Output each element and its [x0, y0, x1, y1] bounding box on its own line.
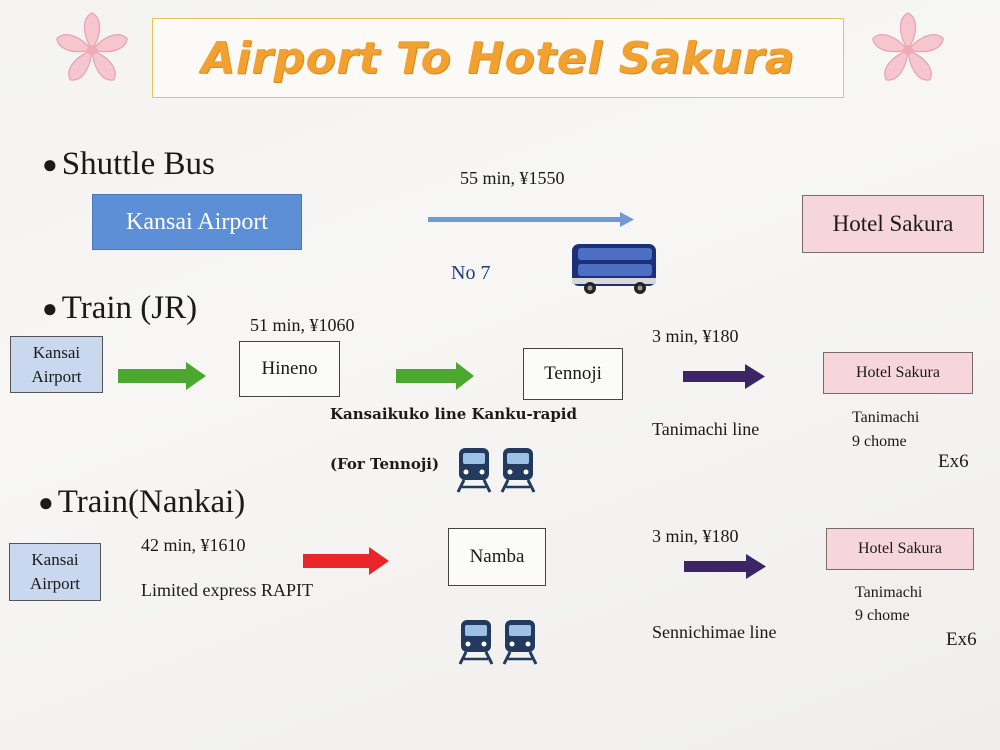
shuttle-destination-box: Hotel Sakura [802, 195, 984, 253]
train-icon [458, 618, 494, 671]
nankai-destination-label: Hotel Sakura [858, 540, 942, 557]
nankai-stop1-label: Namba [469, 546, 525, 567]
shuttle-heading: Shuttle Bus [61, 146, 215, 182]
shuttle-origin-box: Kansai Airport [92, 194, 302, 250]
jr-leg1-info: 51 min, ¥1060 [250, 315, 355, 335]
jr-arrow-3 [683, 364, 765, 389]
nankai-station2: 9 chome [855, 607, 910, 624]
nankai-heading: Train(Nankai) [57, 484, 246, 520]
jr-stop-hineno: Hineno [239, 341, 340, 397]
nankai-arrow-2 [684, 554, 766, 579]
jr-stop2-label: Tennoji [544, 363, 602, 384]
train-icon [502, 618, 538, 671]
train-icon [500, 446, 536, 499]
bullet-icon: ● [42, 149, 58, 179]
jr-stop1-label: Hineno [261, 358, 318, 379]
train-icon [456, 446, 492, 499]
section-heading-jr: ● Train (JR) [42, 290, 197, 327]
shuttle-origin-label: Kansai Airport [126, 208, 268, 235]
double-decker-bus-icon [568, 240, 660, 301]
jr-arrow-2 [396, 362, 474, 390]
nankai-arrow-1 [303, 547, 389, 575]
nankai-leg1-info: 42 min, ¥1610 [141, 535, 246, 555]
sakura-flower-icon-left [50, 8, 134, 92]
nankai-leg2-info: 3 min, ¥180 [652, 526, 739, 546]
jr-destination-box: Hotel Sakura [823, 352, 973, 394]
jr-line1: Kansaikuko line Kanku-rapid [330, 405, 577, 423]
nankai-stop-namba: Namba [448, 528, 546, 586]
jr-station2: 9 chome [852, 433, 907, 450]
nankai-station: Tanimachi [855, 584, 923, 601]
jr-line1-note: (For Tennoji) [330, 455, 440, 473]
sakura-flower-icon-right [866, 8, 950, 92]
nankai-line2: Sennichimae line [652, 622, 777, 642]
jr-leg2-info: 3 min, ¥180 [652, 326, 739, 346]
jr-heading: Train (JR) [61, 290, 198, 326]
jr-arrow-1 [118, 362, 206, 390]
section-heading-nankai: ● Train(Nankai) [38, 484, 245, 521]
shuttle-info: 55 min, ¥1550 [460, 168, 565, 188]
jr-origin-box: Kansai Airport [10, 336, 103, 393]
nankai-origin-label: Kansai Airport [29, 550, 81, 593]
title-banner: Airport To Hotel Sakura [152, 18, 844, 98]
jr-origin-label: Kansai Airport [31, 342, 82, 386]
shuttle-route: No 7 [451, 262, 491, 284]
shuttle-arrow [428, 212, 634, 227]
nankai-exit: Ex6 [946, 629, 977, 650]
nankai-destination-box: Hotel Sakura [826, 528, 974, 570]
jr-station: Tanimachi [852, 409, 920, 426]
jr-destination-label: Hotel Sakura [856, 364, 940, 381]
nankai-line1: Limited express RAPIT [141, 580, 313, 600]
nankai-origin-box: Kansai Airport [9, 543, 101, 601]
section-heading-shuttle: ● Shuttle Bus [42, 146, 215, 183]
page-title: Airport To Hotel Sakura [201, 32, 795, 84]
jr-line2: Tanimachi line [652, 419, 760, 439]
jr-stop-tennoji: Tennoji [523, 348, 623, 400]
bullet-icon: ● [38, 487, 54, 517]
shuttle-destination-label: Hotel Sakura [832, 211, 954, 236]
bullet-icon: ● [42, 293, 58, 323]
jr-exit: Ex6 [938, 451, 969, 472]
